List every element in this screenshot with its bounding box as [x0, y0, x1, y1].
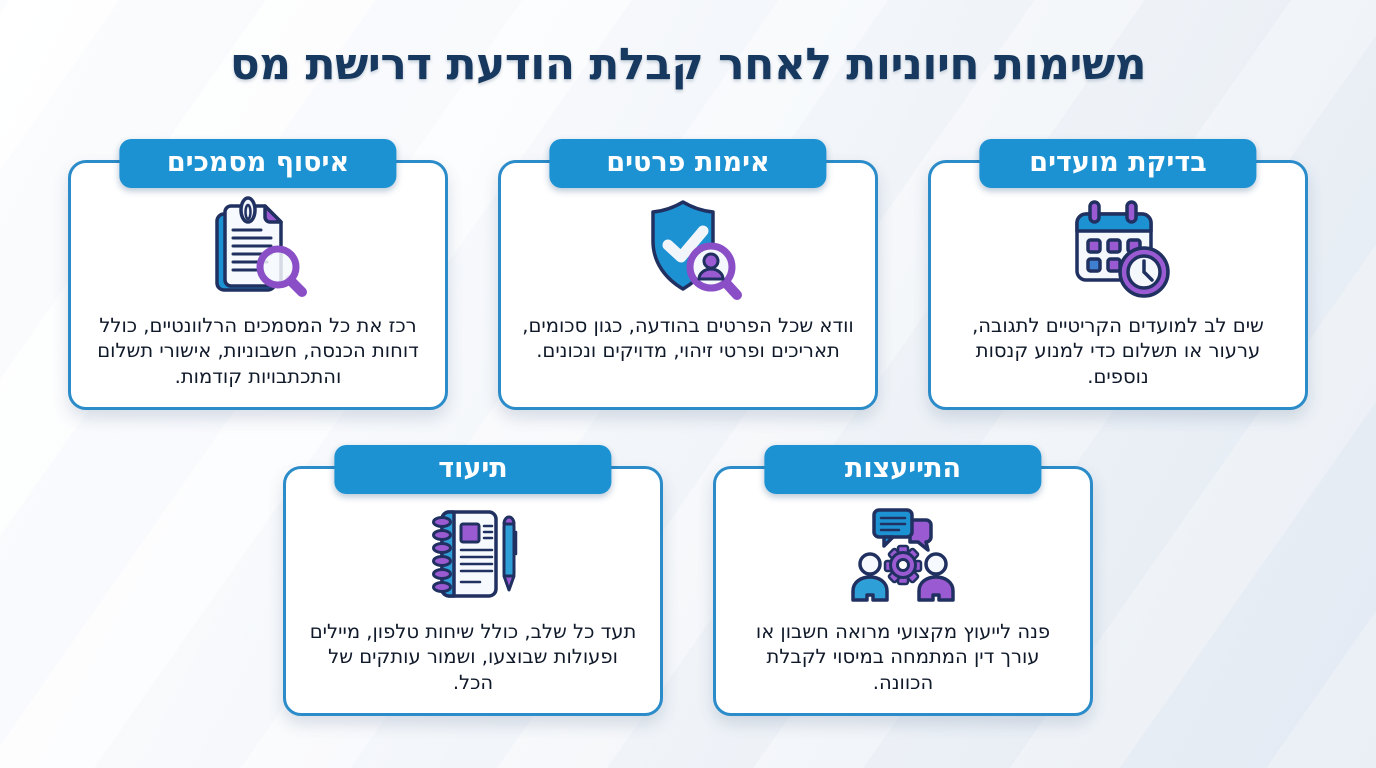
card-tab: תיעוד: [334, 444, 612, 494]
infographic-board: משימות חיוניות לאחר קבלת הודעת דרישת מס …: [0, 39, 1376, 716]
documents-magnifier-icon: [215, 195, 307, 297]
page-title: משימות חיוניות לאחר קבלת הודעת דרישת מס: [229, 39, 1147, 90]
gear-shape: [883, 544, 923, 585]
card-body: פנה לייעוץ מקצועי מרואה חשבון או עורך די…: [755, 619, 1051, 695]
card-tab: אימות פרטים: [549, 138, 827, 188]
card-tab: איסוף מסמכים: [119, 138, 397, 188]
card-documentation: תיעוד: [283, 444, 663, 716]
cards-row-bottom: התייעצות: [0, 442, 1376, 716]
card-body: תעד כל שלב, כולל שיחות טלפון, מיילים ופע…: [309, 619, 637, 695]
card-consultation: התייעצות: [713, 444, 1093, 716]
notebook-pen-icon: [432, 509, 518, 598]
card-body: וודא שכל הפרטים בהודעה, כגון סכומים, תאר…: [522, 313, 854, 363]
card-check-deadlines: בדיקת מועדים: [928, 138, 1308, 410]
card-body: שים לב למועדים הקריטיים לתגובה, ערעור או…: [972, 313, 1264, 389]
shield-check-magnifier-icon: [651, 199, 742, 300]
card-tab: התייעצות: [764, 444, 1042, 494]
card-body: רכז את כל המסמכים הרלוונטיים, כולל דוחות…: [97, 313, 419, 389]
calendar-clock-icon: [1075, 199, 1170, 298]
card-collect-documents: איסוף מסמכים: [68, 138, 448, 410]
people-gear-chat-icon: [851, 507, 955, 602]
card-tab: בדיקת מועדים: [979, 138, 1257, 188]
card-verify-details: אימות פרטים וודא שכל הפרטים בהודעה, כגון…: [498, 138, 878, 410]
cards-row-top: בדיקת מועדים: [0, 136, 1376, 410]
